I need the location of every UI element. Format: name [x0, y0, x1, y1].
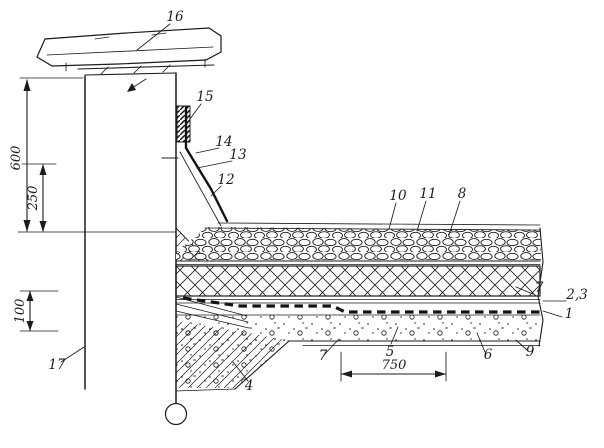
dim-arrow-icon [26, 291, 34, 301]
callout-1: 1 [565, 306, 574, 322]
insulation-layer [175, 265, 541, 297]
dim-arrow-icon [39, 164, 47, 175]
dim-750-label: 750 [382, 358, 407, 373]
concrete-haunch [175, 321, 290, 392]
callout-12: 12 [217, 172, 234, 188]
callout-labels: 16 15 14 13 12 10 11 8 7 2,3 1 9 6 5 7 4… [48, 9, 587, 394]
dim-arrow-icon [26, 321, 34, 331]
dim-arrow-icon [341, 370, 352, 378]
callout-10: 10 [389, 188, 407, 204]
parapet-coping [36, 27, 222, 72]
detail-bubble [164, 402, 188, 426]
dimension-100: 100 [13, 290, 59, 332]
callout-11: 11 [419, 186, 436, 202]
dim-250-label: 250 [26, 186, 41, 212]
dim-arrow-icon [23, 220, 31, 232]
parapet-wall [84, 72, 177, 404]
callout-2-3: 2,3 [565, 287, 587, 303]
dim-100-label: 100 [13, 299, 28, 324]
dimension-750: 750 [340, 351, 447, 382]
callout-9: 9 [526, 344, 535, 360]
leader-lines [60, 23, 567, 382]
dim-arrow-icon [39, 221, 47, 232]
callout-7-right: 7 [535, 280, 544, 296]
membrane-layers [175, 296, 541, 314]
slope-arrow-icon [127, 83, 136, 92]
callout-15: 15 [196, 89, 213, 105]
layer-step-fan [175, 296, 250, 329]
callout-8: 8 [458, 186, 467, 202]
callout-7-bottom: 7 [319, 348, 328, 364]
filter-layer [175, 260, 541, 265]
callout-4: 4 [244, 378, 254, 394]
gravel-ballast-layer [176, 222, 541, 260]
dim-600-label: 600 [9, 146, 24, 171]
callout-13: 13 [229, 147, 246, 163]
wall-flashing [161, 105, 229, 227]
dim-arrow-icon [23, 79, 31, 91]
callout-16: 16 [166, 9, 184, 25]
dimension-600: 600 [9, 77, 177, 233]
section-break-edge [537, 227, 544, 347]
dim-arrow-icon [435, 370, 446, 378]
callout-5: 5 [386, 344, 395, 360]
callout-17: 17 [48, 357, 66, 373]
mortar-joint [77, 64, 215, 76]
callout-14: 14 [215, 134, 232, 150]
callout-6: 6 [484, 347, 493, 363]
dimension-250: 250 [21, 163, 57, 232]
